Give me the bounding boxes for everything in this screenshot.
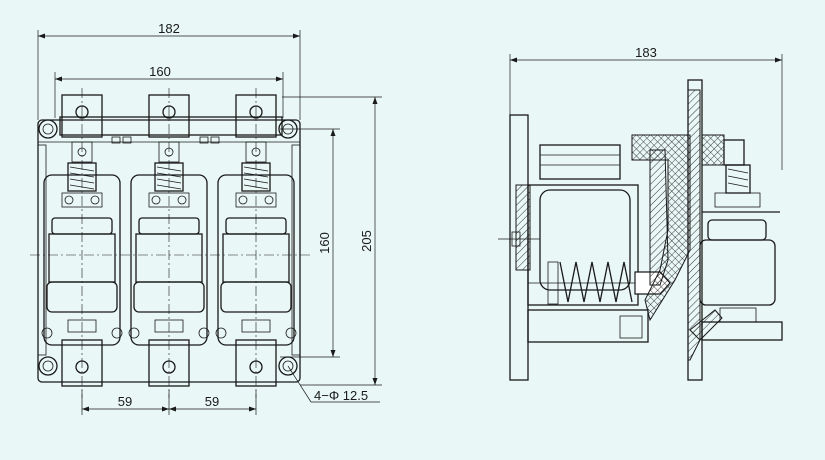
side-hatch-left (515, 184, 531, 271)
coil-body (539, 189, 631, 291)
coil-yoke (527, 184, 639, 306)
top-rivet-2 (122, 136, 132, 144)
dim-182-label: 182 (158, 21, 180, 36)
dim-59-59: 59 59 (81, 390, 257, 415)
side-vacuum-interrupter (689, 134, 783, 341)
dim-160-vertical-label: 160 (317, 232, 332, 254)
bolt-right (198, 327, 210, 339)
screw-left (238, 195, 248, 205)
side-bottom-hatch (689, 309, 723, 341)
insulating-board (687, 89, 701, 361)
bolt-left (41, 327, 53, 339)
front-view: 182 160 205 160 59 (30, 21, 382, 415)
top-pin-block (723, 139, 745, 166)
side-view: 183 (498, 45, 783, 381)
dim-160-top: 160 (54, 64, 284, 118)
mount-hole-top-left-inner (42, 123, 54, 135)
dim-182: 182 (37, 21, 301, 120)
screw-right (177, 195, 187, 205)
bolt-left (215, 327, 227, 339)
bolt-left (128, 327, 140, 339)
pole-1 (41, 88, 123, 398)
hole-callout-label: 4−Φ 12.5 (314, 388, 368, 403)
pole-3 (215, 88, 297, 398)
dim-205: 205 (282, 96, 382, 386)
pole-2 (128, 88, 210, 398)
left-frame (37, 144, 47, 356)
dim-183-label: 183 (635, 45, 657, 60)
dim-59-left-label: 59 (118, 394, 132, 409)
dim-183: 183 (509, 45, 783, 170)
mount-hole-bottom-left-inner (42, 360, 54, 372)
hole-callout: 4−Φ 12.5 (287, 365, 380, 403)
side-spring-coil (727, 168, 749, 188)
side-bottom-clamp (719, 307, 757, 323)
side-bottle-top (707, 219, 767, 241)
insulating-board-outline (687, 79, 703, 381)
screw-left (151, 195, 161, 205)
coil-top (539, 144, 621, 180)
dim-59-right-label: 59 (205, 394, 219, 409)
bolt-right (111, 327, 123, 339)
right-frame (291, 144, 301, 356)
lower-bracket (527, 309, 649, 343)
dim-160-vertical: 160 (280, 128, 340, 358)
top-rivet-4 (210, 136, 220, 144)
top-rivet-1 (111, 136, 121, 144)
side-bottle (699, 239, 776, 306)
dim-160-top-label: 160 (149, 64, 171, 79)
dim-205-label: 205 (359, 230, 374, 252)
mount-hole-top-left (38, 119, 58, 139)
bolt-right (285, 327, 297, 339)
lower-bolt (619, 315, 643, 339)
screw-right (90, 195, 100, 205)
screw-left (64, 195, 74, 205)
side-insulator (714, 192, 761, 208)
screw-right (264, 195, 274, 205)
armature-inner (649, 149, 669, 286)
mount-hole-bottom-left (38, 356, 58, 376)
mount-hole-bottom-right-inner (282, 360, 294, 372)
top-rivet-3 (199, 136, 209, 144)
top-clamp-hatch (701, 134, 725, 166)
